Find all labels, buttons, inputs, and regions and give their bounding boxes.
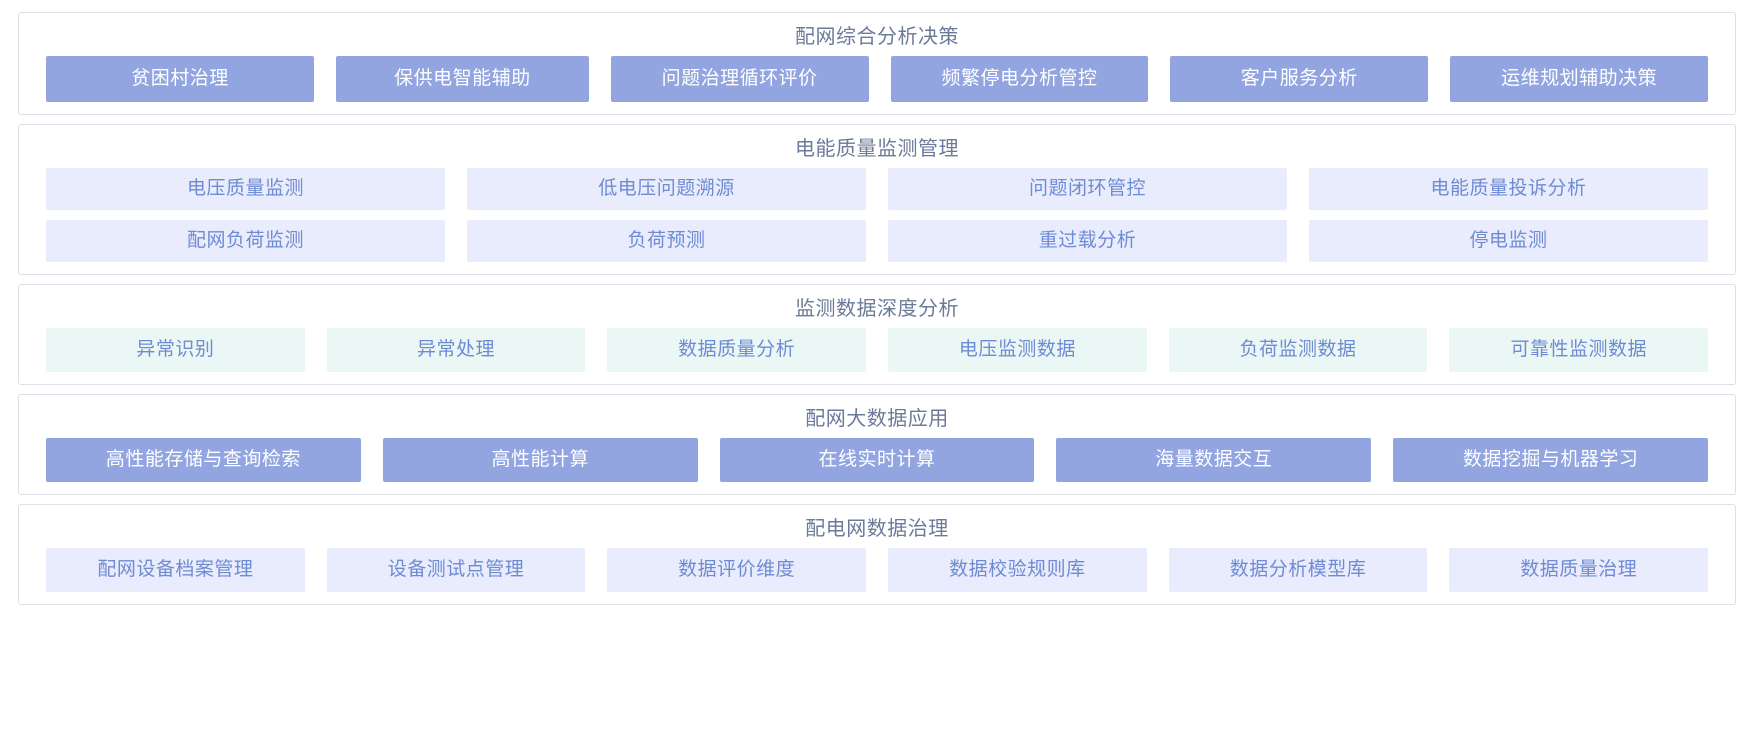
section-title-5: 配电网数据治理 — [805, 518, 949, 540]
section-1-row-1: 贫困村治理保供电智能辅助问题治理循环评价频繁停电分析管控客户服务分析运维规划辅助… — [19, 56, 1735, 102]
section-3-row-1: 异常识别异常处理数据质量分析电压监测数据负荷监测数据可靠性监测数据 — [19, 328, 1735, 372]
module-button-问题治理循环评价[interactable]: 问题治理循环评价 — [610, 56, 869, 102]
module-button-数据校验规则库[interactable]: 数据校验规则库 — [888, 548, 1147, 592]
module-button-可靠性监测数据[interactable]: 可靠性监测数据 — [1449, 328, 1709, 372]
module-button-异常识别[interactable]: 异常识别 — [46, 328, 305, 372]
module-button-频繁停电分析管控[interactable]: 频繁停电分析管控 — [890, 56, 1149, 102]
module-button-负荷预测[interactable]: 负荷预测 — [467, 220, 866, 262]
module-button-负荷监测数据[interactable]: 负荷监测数据 — [1168, 328, 1428, 372]
module-button-在线实时计算[interactable]: 在线实时计算 — [719, 438, 1035, 482]
module-button-配网负荷监测[interactable]: 配网负荷监测 — [46, 220, 445, 262]
module-button-贫困村治理[interactable]: 贫困村治理 — [46, 56, 314, 102]
section-panel-3: 监测数据深度分析异常识别异常处理数据质量分析电压监测数据负荷监测数据可靠性监测数… — [18, 284, 1736, 385]
section-panel-2: 电能质量监测管理电压质量监测低电压问题溯源问题闭环管控电能质量投诉分析配网负荷监… — [18, 124, 1736, 275]
module-button-电压质量监测[interactable]: 电压质量监测 — [46, 168, 445, 210]
module-button-低电压问题溯源[interactable]: 低电压问题溯源 — [467, 168, 866, 210]
module-button-数据质量分析[interactable]: 数据质量分析 — [607, 328, 867, 372]
section-title-4: 配网大数据应用 — [805, 408, 949, 430]
module-button-设备测试点管理[interactable]: 设备测试点管理 — [326, 548, 586, 592]
module-button-客户服务分析[interactable]: 客户服务分析 — [1170, 56, 1429, 102]
module-button-保供电智能辅助[interactable]: 保供电智能辅助 — [335, 56, 589, 102]
section-5-row-1: 配网设备档案管理设备测试点管理数据评价维度数据校验规则库数据分析模型库数据质量治… — [19, 548, 1735, 592]
module-button-海量数据交互[interactable]: 海量数据交互 — [1056, 438, 1372, 482]
module-button-异常处理[interactable]: 异常处理 — [326, 328, 586, 372]
module-button-电压监测数据[interactable]: 电压监测数据 — [888, 328, 1147, 372]
section-2-row-1: 电压质量监测低电压问题溯源问题闭环管控电能质量投诉分析 — [19, 168, 1735, 210]
section-panel-4: 配网大数据应用高性能存储与查询检索高性能计算在线实时计算海量数据交互数据挖掘与机… — [18, 394, 1736, 495]
module-button-数据评价维度[interactable]: 数据评价维度 — [607, 548, 867, 592]
module-button-运维规划辅助决策[interactable]: 运维规划辅助决策 — [1450, 56, 1709, 102]
module-button-问题闭环管控[interactable]: 问题闭环管控 — [888, 168, 1287, 210]
module-button-数据质量治理[interactable]: 数据质量治理 — [1449, 548, 1709, 592]
module-button-高性能存储与查询检索[interactable]: 高性能存储与查询检索 — [46, 438, 361, 482]
section-4-row-1: 高性能存储与查询检索高性能计算在线实时计算海量数据交互数据挖掘与机器学习 — [19, 438, 1735, 482]
section-title-3: 监测数据深度分析 — [795, 298, 959, 320]
module-button-配网设备档案管理[interactable]: 配网设备档案管理 — [46, 548, 305, 592]
module-button-数据挖掘与机器学习[interactable]: 数据挖掘与机器学习 — [1393, 438, 1708, 482]
module-button-电能质量投诉分析[interactable]: 电能质量投诉分析 — [1309, 168, 1708, 210]
section-title-1: 配网综合分析决策 — [795, 26, 959, 48]
module-button-重过载分析[interactable]: 重过载分析 — [888, 220, 1287, 262]
section-2-row-2: 配网负荷监测负荷预测重过载分析停电监测 — [19, 220, 1735, 262]
section-panel-5: 配电网数据治理配网设备档案管理设备测试点管理数据评价维度数据校验规则库数据分析模… — [18, 504, 1736, 605]
module-button-高性能计算[interactable]: 高性能计算 — [382, 438, 698, 482]
section-panel-1: 配网综合分析决策贫困村治理保供电智能辅助问题治理循环评价频繁停电分析管控客户服务… — [18, 12, 1736, 115]
module-button-停电监测[interactable]: 停电监测 — [1309, 220, 1708, 262]
section-title-2: 电能质量监测管理 — [795, 138, 959, 160]
module-button-数据分析模型库[interactable]: 数据分析模型库 — [1168, 548, 1428, 592]
